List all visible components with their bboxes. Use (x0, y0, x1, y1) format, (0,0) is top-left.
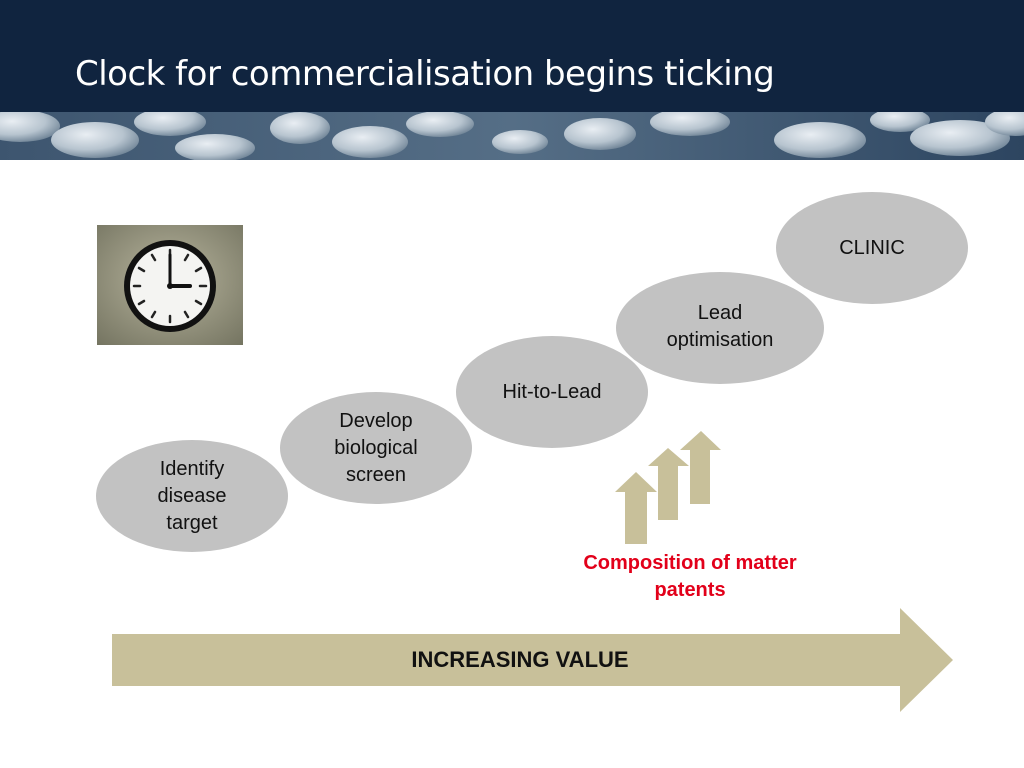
step-label: Develop biological screen (334, 409, 418, 486)
step-label: Lead optimisation (666, 302, 774, 351)
step-clinic: CLINIC (776, 192, 968, 304)
slide-header: Clock for commercialisation begins ticki… (0, 0, 1024, 112)
patent-arrows (615, 431, 721, 544)
increasing-value-label: INCREASING VALUE (411, 647, 629, 672)
up-arrow-2 (648, 448, 689, 520)
wall-clock-photo (97, 225, 243, 345)
step-lead-optimisation: Lead optimisation (616, 272, 824, 384)
cells-micrograph-banner (0, 112, 1024, 160)
step-label: CLINIC (839, 237, 905, 259)
step-label: Hit-to-Lead (502, 380, 602, 403)
step-develop-biological-screen: Develop biological screen (280, 392, 472, 504)
step-identify-disease-target: Identify disease target (96, 440, 288, 552)
slide-title: Clock for commercialisation begins ticki… (75, 54, 775, 94)
increasing-value-arrow (112, 608, 953, 712)
up-arrow-1 (615, 472, 657, 544)
step-label: Identify disease target (157, 457, 227, 534)
step-hit-to-lead: Hit-to-Lead (456, 336, 648, 448)
composition-of-matter-patents-label: Composition of matter patents (583, 552, 797, 601)
up-arrow-3 (680, 431, 721, 504)
